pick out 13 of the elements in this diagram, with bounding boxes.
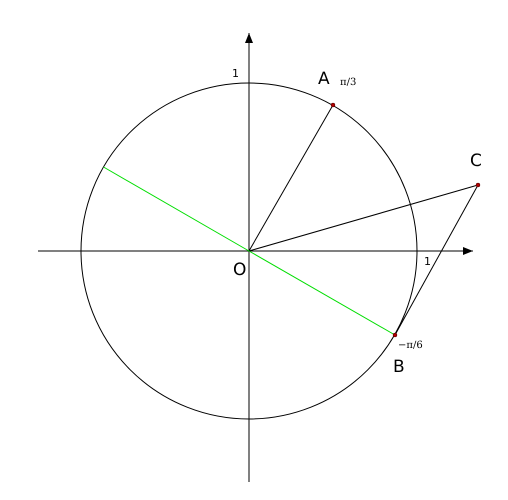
line-segment bbox=[248, 184, 478, 252]
point-label: A bbox=[318, 71, 330, 88]
point-label: C bbox=[470, 153, 482, 170]
point-label: B bbox=[393, 359, 405, 376]
tick-label: 1 bbox=[424, 256, 431, 267]
angle-label: −π/6 bbox=[398, 341, 423, 351]
line-segment bbox=[248, 104, 334, 252]
line-segment bbox=[103, 166, 250, 252]
point-label: O bbox=[233, 262, 246, 279]
angle-label: π/3 bbox=[340, 78, 356, 88]
line-segment bbox=[248, 250, 396, 336]
tick-label: 1 bbox=[232, 68, 239, 79]
line-segment bbox=[394, 184, 478, 336]
